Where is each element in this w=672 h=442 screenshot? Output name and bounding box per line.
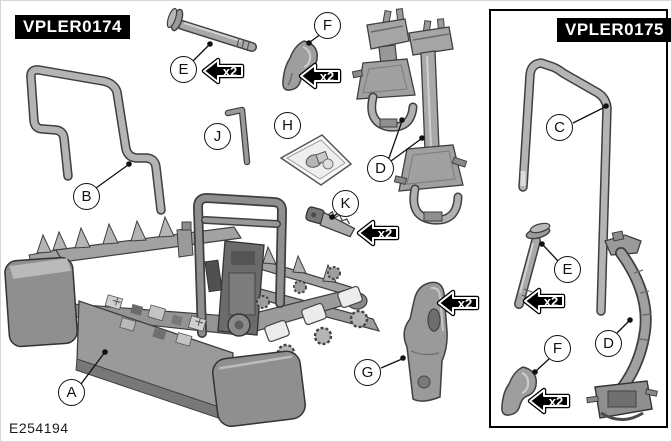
svg-text:x2: x2: [320, 69, 334, 84]
x2-badge-k: x2: [356, 219, 400, 247]
callout-a: A: [58, 379, 85, 406]
callout-e-left: E: [170, 56, 197, 83]
left-arrow-icon: x2: [298, 62, 342, 90]
x2-badge-f-right: x2: [527, 387, 571, 415]
x2-badge-e-right: x2: [522, 287, 566, 315]
left-arrow-icon: x2: [201, 57, 245, 85]
x2-badge-g: x2: [436, 289, 480, 317]
callout-e-right: E: [554, 256, 581, 283]
kit-vpler0175-panel: [489, 9, 668, 428]
svg-text:x2: x2: [544, 294, 558, 309]
part-h-hardware-bag: [279, 134, 353, 186]
x2-badge-f-left: x2: [298, 62, 342, 90]
licence-board-texture: [104, 294, 207, 347]
left-arrow-icon: x2: [527, 387, 571, 415]
callout-f-right: F: [544, 335, 571, 362]
part-d-ratchet-strap-arm: [586, 230, 658, 421]
callout-f-left: F: [314, 12, 341, 39]
part-e-pivot-bolt-left: [166, 7, 257, 52]
x2-badge-e-left: x2: [201, 57, 245, 85]
callout-k: K: [332, 190, 359, 217]
callout-h: H: [274, 112, 301, 139]
svg-text:x2: x2: [223, 64, 237, 79]
callout-b: B: [73, 183, 100, 210]
svg-text:x2: x2: [549, 394, 563, 409]
left-arrow-icon: x2: [522, 287, 566, 315]
kit-number-label-left: VPLER0174: [15, 15, 130, 39]
callout-j: J: [204, 123, 231, 150]
left-arrow-icon: x2: [356, 219, 400, 247]
part-f-strap-hook-right: [501, 366, 537, 416]
svg-text:x2: x2: [458, 296, 472, 311]
left-arrow-icon: x2: [436, 289, 480, 317]
callout-g: G: [354, 359, 381, 386]
callout-d-left: D: [367, 155, 394, 182]
part-g-locking-lever: [403, 281, 448, 402]
callout-c: C: [546, 114, 573, 141]
figure-id: E254194: [9, 420, 69, 436]
part-a-carrier-assembly: [4, 193, 381, 428]
part-d-wheel-holder-arms: [351, 8, 468, 225]
part-e-pivot-bolt-right: [514, 222, 551, 309]
svg-text:x2: x2: [378, 226, 392, 241]
callout-d-right: D: [595, 330, 622, 357]
part-j-hex-key: [224, 106, 251, 166]
part-f-strap-hook-left: [282, 40, 318, 91]
kit-number-label-right: VPLER0175: [557, 18, 671, 42]
part-b-crossbar-tube: [26, 65, 166, 215]
part-k-key: [305, 206, 356, 238]
leader-dots: [102, 40, 633, 375]
part-c-support-hoop: [518, 58, 612, 316]
